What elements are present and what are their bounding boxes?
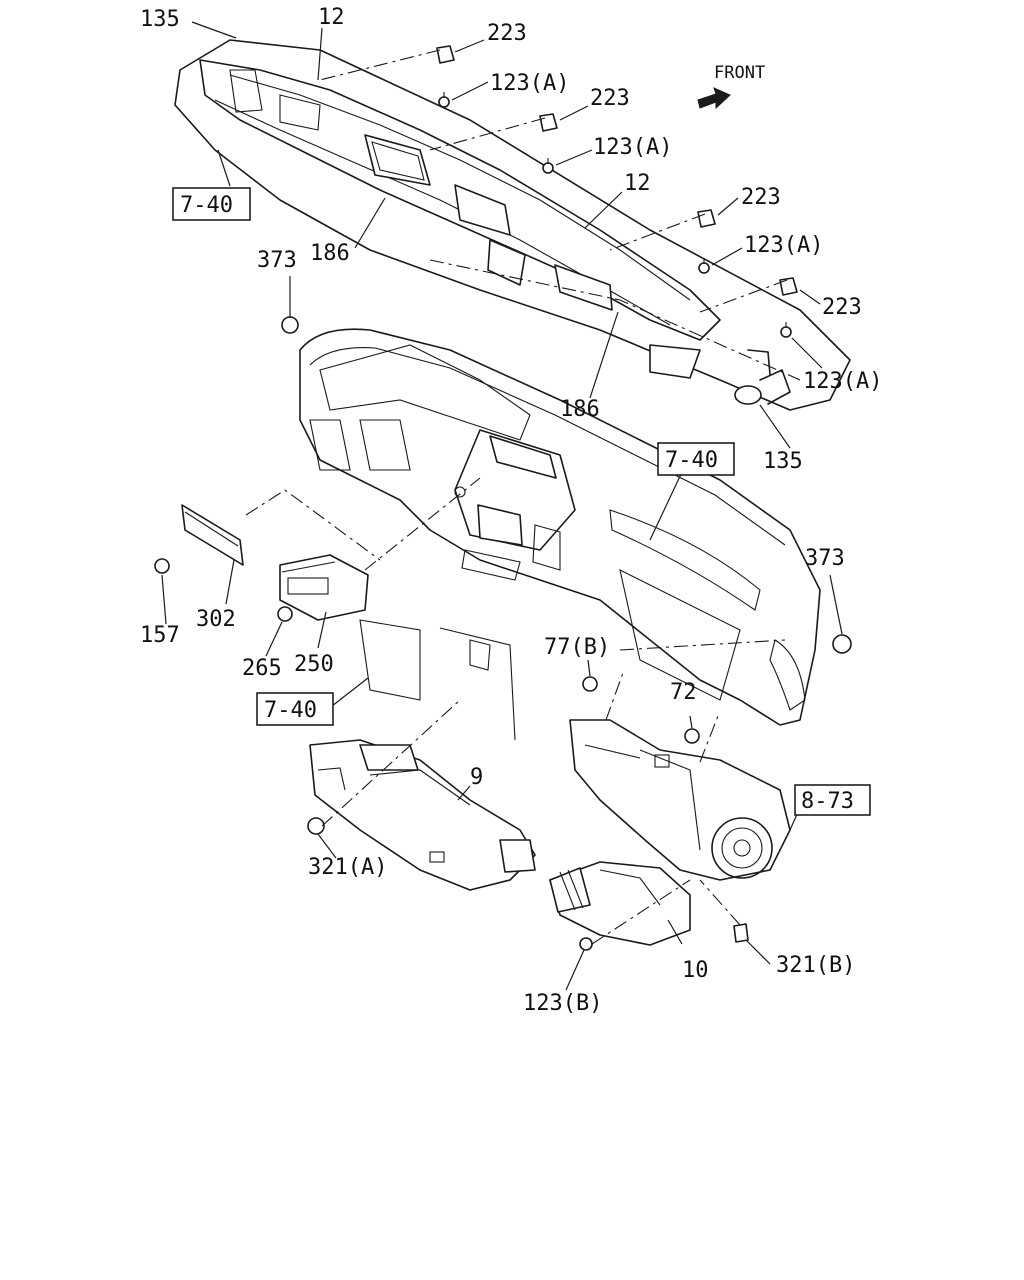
label-12-mid: 12 [624, 171, 651, 196]
part-labels: 135 12 223 123(A) 223 123(A) 12 223 123(… [140, 5, 882, 1016]
lower-duct-9 [309, 619, 536, 891]
clip-223-b [539, 113, 558, 132]
label-186-mid: 186 [560, 397, 600, 422]
screw-123a-a [438, 92, 450, 108]
ref-7-40-b: 7-40 [665, 448, 718, 473]
heater-unit [569, 719, 791, 881]
label-186-left: 186 [310, 241, 350, 266]
label-123a-a: 123(A) [490, 71, 569, 96]
ref-7-40-c: 7-40 [264, 698, 317, 723]
label-157: 157 [140, 623, 180, 648]
label-123a-c: 123(A) [744, 233, 823, 258]
label-223-a: 223 [487, 21, 527, 46]
label-77b: 77(B) [544, 635, 610, 660]
floor-duct-10 [549, 861, 691, 946]
instrument-panel [299, 328, 821, 726]
label-321b: 321(B) [776, 953, 855, 978]
plug-373-top [281, 316, 299, 334]
screw-123a-d [780, 322, 792, 338]
screw-157 [154, 558, 170, 574]
bolt-77b [582, 676, 598, 692]
label-373-top: 373 [257, 248, 297, 273]
label-135-right: 135 [763, 449, 803, 474]
label-10: 10 [682, 958, 709, 983]
control-unit-250 [279, 554, 369, 621]
label-223-c: 223 [741, 185, 781, 210]
ref-8-73: 8-73 [801, 789, 854, 814]
front-direction-indicator: FRONT [697, 63, 765, 110]
label-302: 302 [196, 607, 236, 632]
upper-duct-assembly [174, 39, 851, 411]
reference-boxes: 7-40 7-40 7-40 8-73 [172, 187, 871, 816]
nut-321a [307, 817, 325, 835]
label-123b: 123(B) [523, 991, 602, 1016]
leader-lines [161, 21, 843, 991]
clip-223-d [779, 277, 798, 296]
label-265: 265 [242, 656, 282, 681]
label-321a: 321(A) [308, 855, 387, 880]
clip-321b [733, 923, 749, 943]
label-135-top: 135 [140, 7, 180, 32]
label-12-top: 12 [318, 5, 345, 30]
screw-123a-b [542, 158, 554, 174]
front-arrow-icon [697, 87, 731, 110]
label-223-b: 223 [590, 86, 630, 111]
clip-223-c [697, 209, 716, 228]
bolt-72 [684, 728, 700, 744]
label-72: 72 [670, 680, 697, 705]
label-223-d: 223 [822, 295, 862, 320]
screw-123a-c [698, 258, 710, 274]
front-label: FRONT [714, 63, 765, 83]
fasteners [154, 45, 852, 951]
label-123a-b: 123(A) [593, 135, 672, 160]
label-250: 250 [294, 652, 334, 677]
label-373-right: 373 [805, 546, 845, 571]
label-9: 9 [470, 765, 483, 790]
plug-373-right [832, 634, 852, 654]
bracket-302 [181, 504, 244, 566]
clip-223-a [436, 45, 455, 64]
screw-123b [579, 937, 593, 951]
label-123a-d: 123(A) [803, 369, 882, 394]
screw-265 [277, 606, 293, 622]
ref-7-40-a: 7-40 [180, 193, 233, 218]
